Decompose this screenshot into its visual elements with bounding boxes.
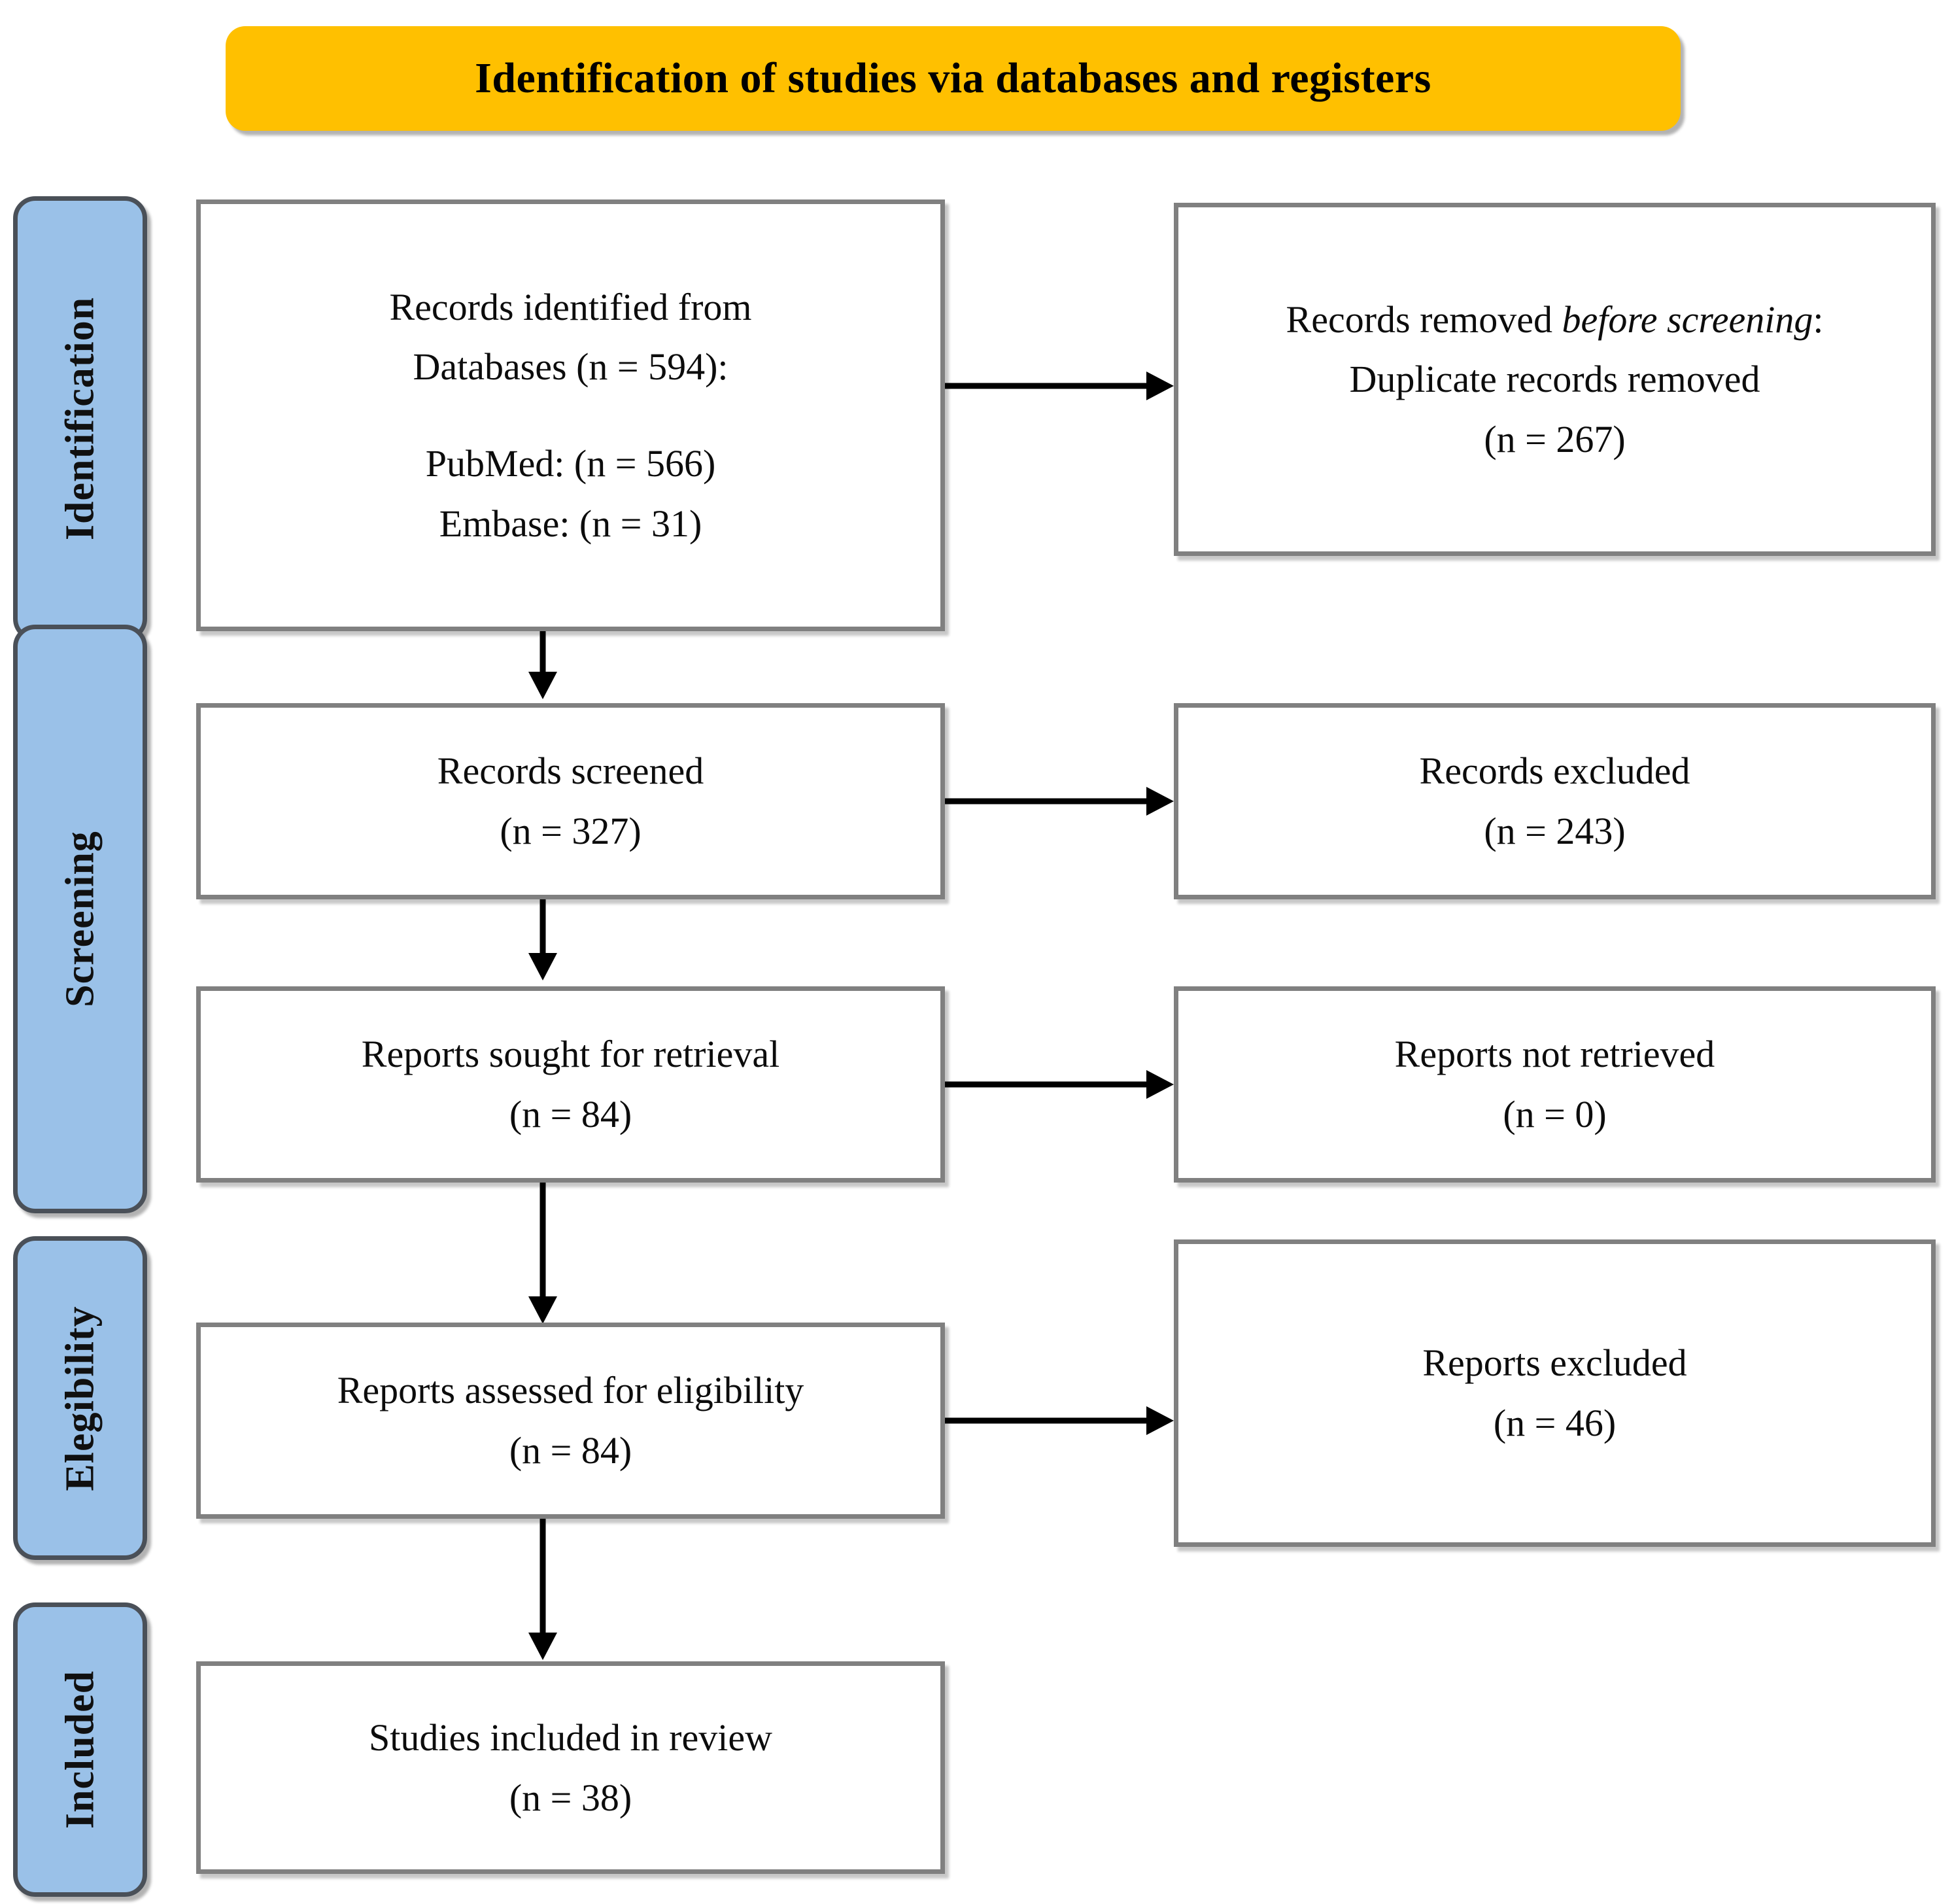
- box-reports-sought: Reports sought for retrieval (n = 84): [196, 986, 945, 1183]
- box-reports-excluded: Reports excluded (n = 46): [1174, 1239, 1936, 1547]
- box-records-excluded: Records excluded (n = 243): [1174, 703, 1936, 899]
- studies-included-line-2: (n = 38): [509, 1776, 632, 1819]
- stage-pill-screening: Screening: [13, 625, 147, 1213]
- records-removed-line-2: Duplicate records removed: [1349, 358, 1760, 401]
- box-records-removed-before-screening: Records removed before screening: Duplic…: [1174, 203, 1936, 556]
- arrow-screened-to-excluded: [945, 782, 1180, 821]
- records-excluded-line-1: Records excluded: [1419, 750, 1690, 793]
- stage-label-included: Included: [58, 1670, 102, 1829]
- box-reports-not-retrieved: Reports not retrieved (n = 0): [1174, 986, 1936, 1183]
- diagram-title-banner: Identification of studies via databases …: [226, 26, 1681, 131]
- records-identified-line-4: Embase: (n = 31): [439, 502, 702, 545]
- stage-pill-included: Included: [13, 1602, 147, 1897]
- stage-pill-identification: Identification: [13, 196, 147, 641]
- arrow-identified-to-screened: [523, 631, 562, 703]
- box-studies-included: Studies included in review (n = 38): [196, 1661, 945, 1874]
- arrow-sought-to-assessed: [523, 1183, 562, 1328]
- records-screened-line-1: Records screened: [437, 750, 704, 793]
- records-removed-tail: :: [1813, 298, 1824, 341]
- arrow-assessed-to-reports-excluded: [945, 1401, 1180, 1440]
- stage-pill-elegibility: Elegibility: [13, 1236, 147, 1560]
- box-records-screened: Records screened (n = 327): [196, 703, 945, 899]
- arrow-identified-to-removed: [945, 366, 1180, 406]
- stage-label-screening: Screening: [58, 831, 102, 1007]
- records-excluded-line-2: (n = 243): [1484, 810, 1626, 852]
- reports-sought-line-2: (n = 84): [509, 1093, 632, 1135]
- reports-not-retrieved-line-2: (n = 0): [1503, 1093, 1607, 1135]
- records-identified-line-3: PubMed: (n = 566): [425, 442, 716, 485]
- records-identified-line-1: Records identified from: [389, 285, 752, 328]
- reports-excluded-line-2: (n = 46): [1493, 1402, 1617, 1444]
- arrow-sought-to-not-retrieved: [945, 1065, 1180, 1104]
- reports-not-retrieved-line-1: Reports not retrieved: [1394, 1033, 1715, 1076]
- reports-excluded-line-1: Reports excluded: [1422, 1341, 1687, 1385]
- records-removed-line-3: (n = 267): [1484, 417, 1626, 460]
- arrow-screened-to-sought: [523, 899, 562, 984]
- records-identified-line-2: Databases (n = 594):: [413, 345, 728, 389]
- arrow-assessed-to-included: [523, 1519, 562, 1664]
- reports-assessed-line-2: (n = 84): [509, 1429, 632, 1472]
- records-screened-line-2: (n = 327): [500, 810, 642, 852]
- records-removed-line-1: Records removed before screening:: [1286, 290, 1824, 350]
- box-reports-assessed: Reports assessed for eligibility (n = 84…: [196, 1323, 945, 1519]
- reports-sought-line-1: Reports sought for retrieval: [361, 1033, 780, 1076]
- stage-label-identification: Identification: [58, 296, 102, 541]
- box-records-identified: Records identified from Databases (n = 5…: [196, 199, 945, 631]
- stage-label-elegibility: Elegibility: [58, 1305, 102, 1491]
- reports-assessed-line-1: Reports assessed for eligibility: [337, 1369, 804, 1412]
- records-removed-plain: Records removed: [1286, 298, 1562, 341]
- studies-included-line-1: Studies included in review: [369, 1716, 772, 1759]
- page-title: Identification of studies via databases …: [475, 54, 1431, 102]
- records-removed-italic: before screening: [1562, 298, 1813, 341]
